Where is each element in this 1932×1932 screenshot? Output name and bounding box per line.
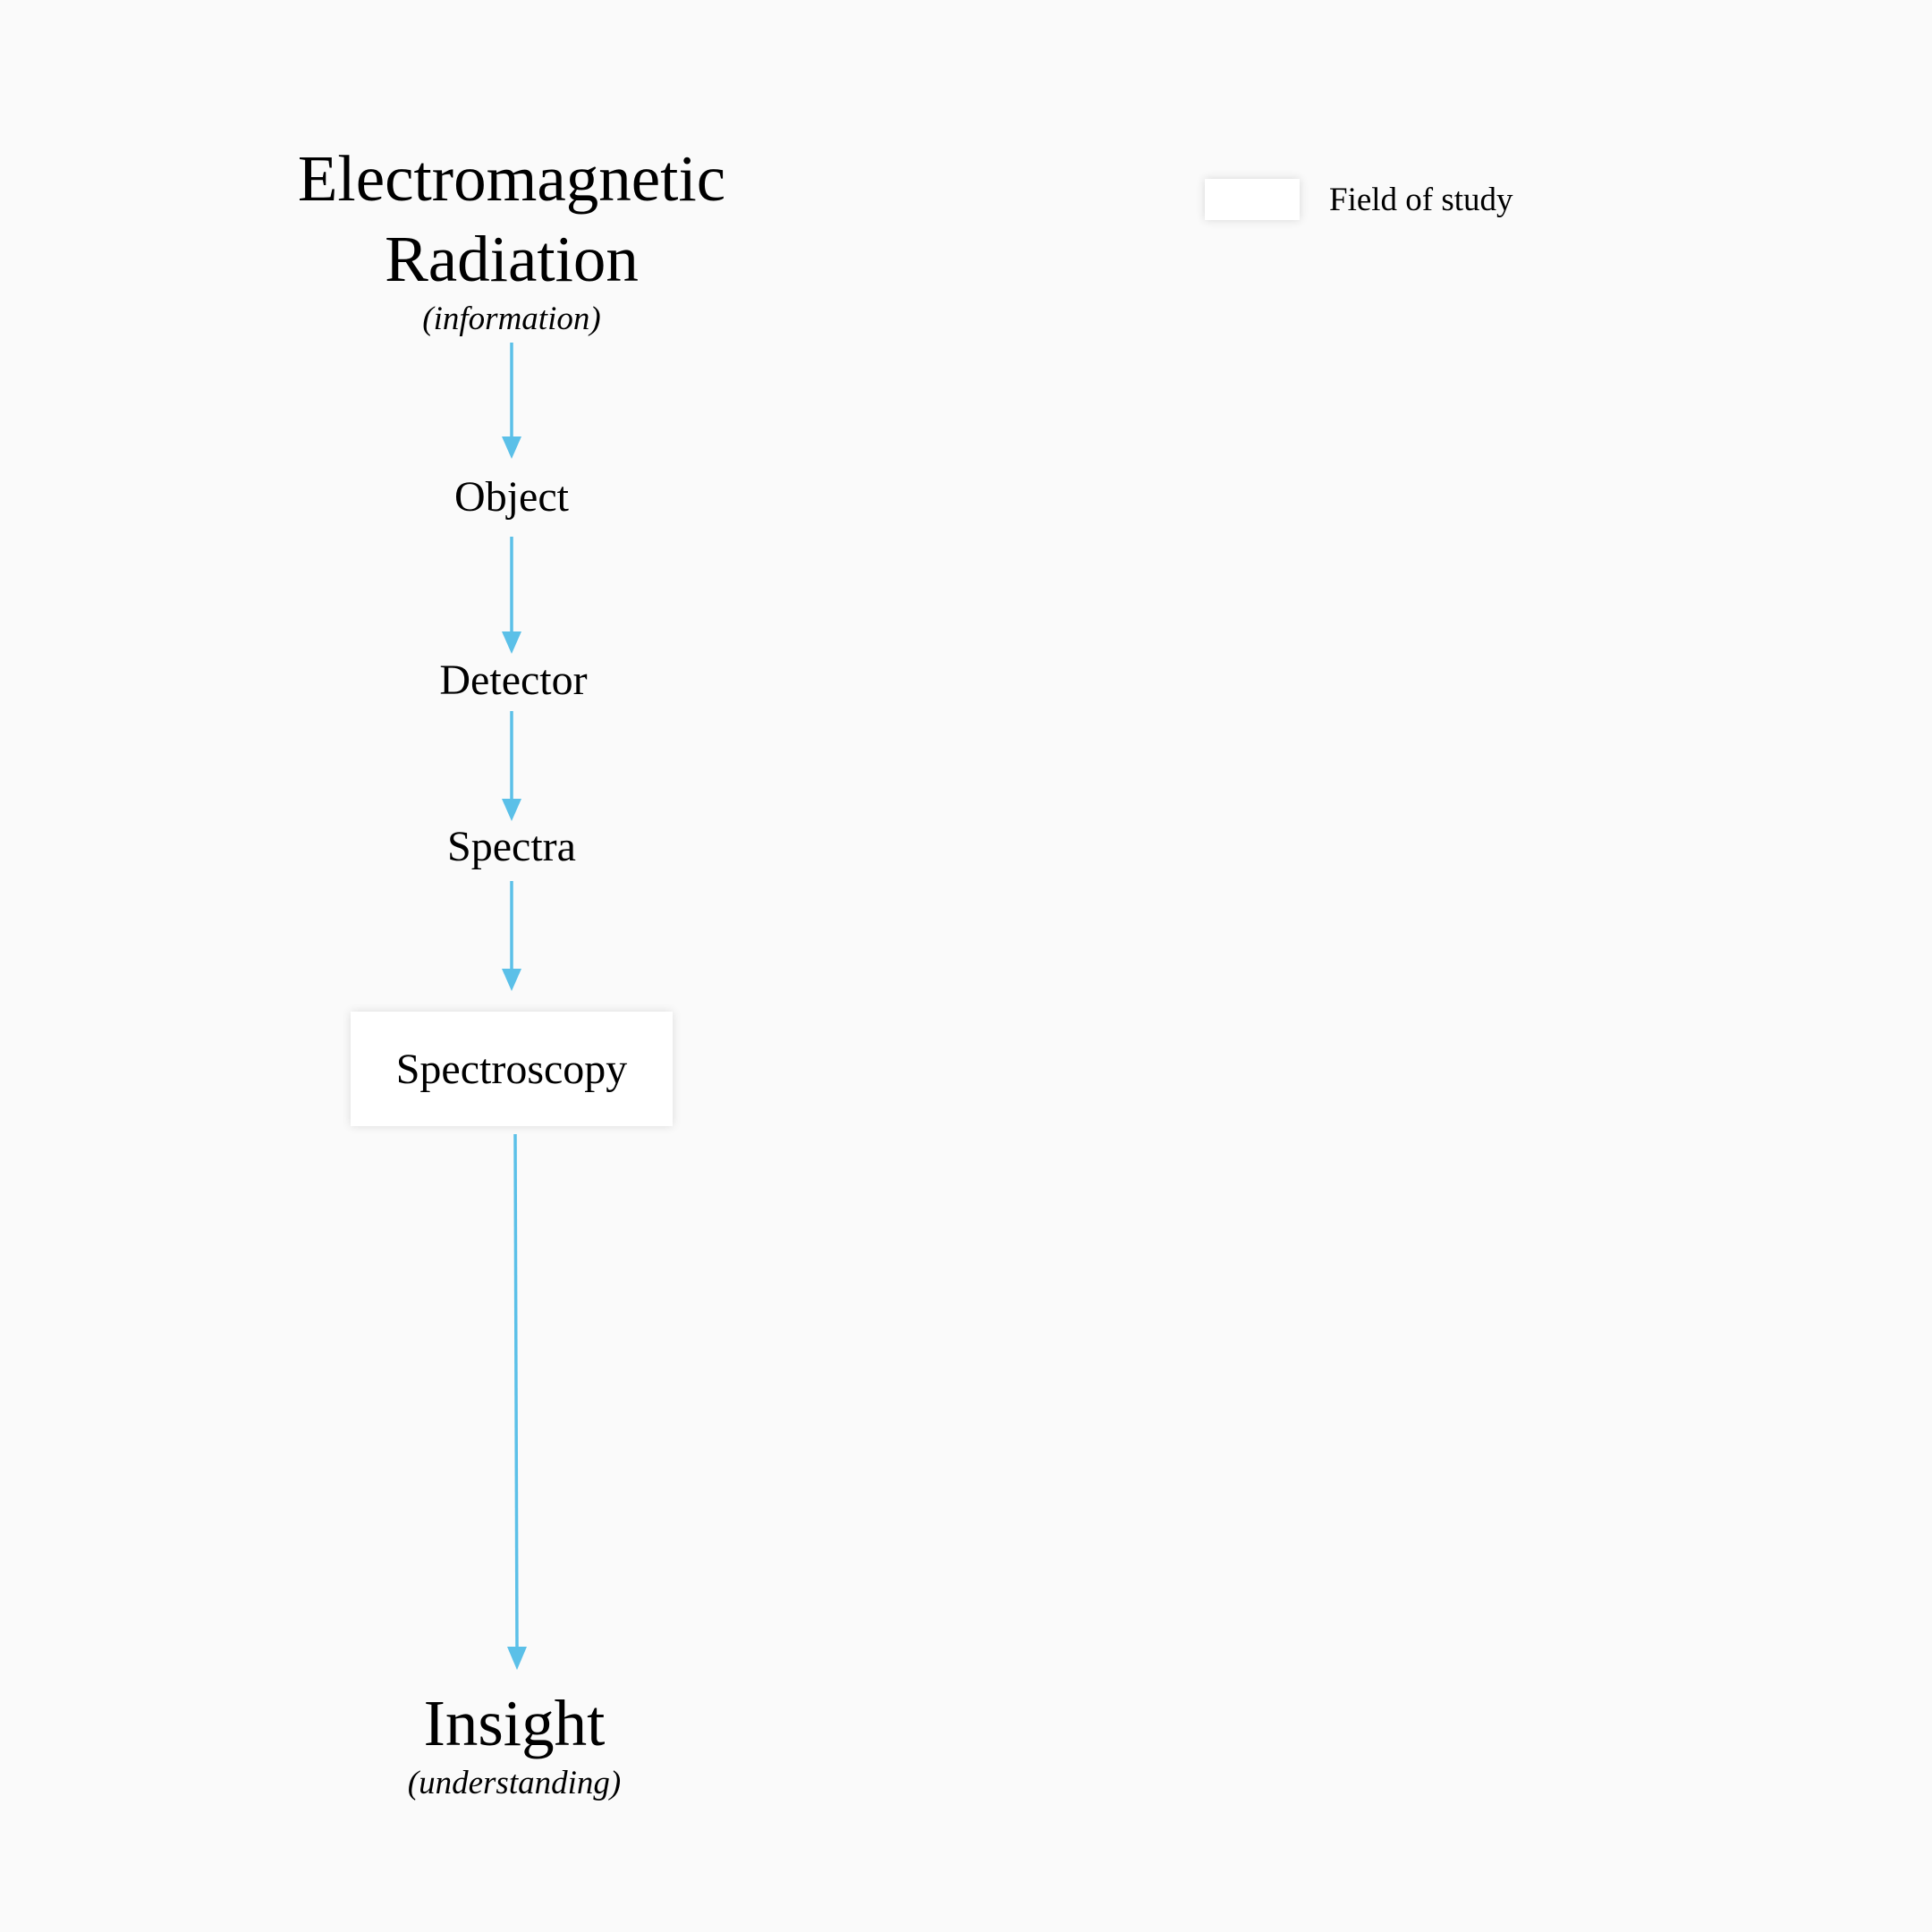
source-node: Electromagnetic Radiation (information) [298, 139, 725, 339]
step-spectra: Spectra [447, 823, 576, 870]
result-title: Insight [423, 1687, 606, 1759]
legend-label-field-of-study: Field of study [1329, 182, 1513, 218]
source-subtitle: (information) [422, 301, 601, 337]
step-detector: Detector [439, 657, 588, 704]
result-subtitle: (understanding) [407, 1765, 622, 1801]
arrow-object-to-detector [502, 537, 521, 654]
arrow-spectra-to-spectroscopy [502, 881, 521, 991]
result-node: Insight (understanding) [408, 1683, 621, 1803]
arrow-detector-to-spectra [502, 711, 521, 821]
legend-swatch-field-of-study [1205, 179, 1300, 220]
source-title-line1: Electromagnetic [297, 142, 726, 215]
step-spectroscopy: Spectroscopy [395, 1045, 628, 1093]
source-title-line2: Radiation [385, 223, 639, 295]
field-of-study-box: Spectroscopy [351, 1012, 673, 1126]
step-object: Object [454, 473, 569, 521]
arrow-spectroscopy-to-insight [507, 1133, 527, 1670]
arrow-radiation-to-object [502, 343, 521, 459]
